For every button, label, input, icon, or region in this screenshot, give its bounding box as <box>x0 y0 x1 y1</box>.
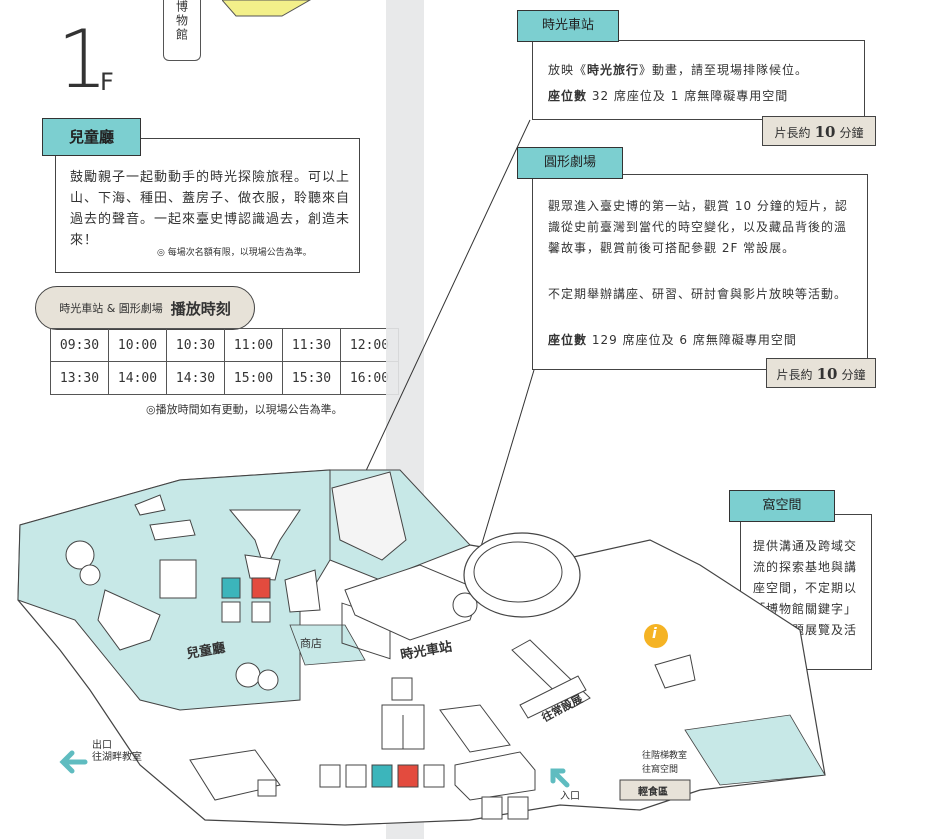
map-label-time-station: 時光車站 <box>399 639 454 664</box>
round-theater-box <box>532 174 868 370</box>
to-nest-label: 往窩空間 <box>642 765 679 775</box>
schedule-cell: 14:00 <box>108 361 167 395</box>
food-area-label: 輕食區 <box>638 787 668 798</box>
schedule-cell: 10:00 <box>108 328 167 362</box>
schedule-cell: 11:00 <box>224 328 283 362</box>
map-label-permanent-exhibit: 往常設展 <box>539 692 585 725</box>
schedule-cell: 10:30 <box>166 328 225 362</box>
nest-space-tag: 窩空間 <box>729 490 835 522</box>
schedule-title-badge: 時光車站 & 圓形劇場 播放時刻 <box>35 286 255 330</box>
time-station-tag: 時光車站 <box>517 10 619 42</box>
round-theater-para2: 不定期舉辦講座、研習、研討會與影片放映等活動。 <box>548 287 848 301</box>
childrens-hall-note: ◎ 每場次名額有限，以現場公告為準。 <box>157 248 312 258</box>
childrens-hall-description: 鼓勵親子一起動動手的時光探險旅程。可以上山、下海、種田、蓋房子、做衣服，聆聽來自… <box>70 170 351 248</box>
schedule-cell: 15:00 <box>224 361 283 395</box>
museum-vertical-label: 的博物館 <box>174 0 189 42</box>
map-label-shop: 商店 <box>300 637 322 650</box>
schedule-title-big: 播放時刻 <box>170 299 231 318</box>
nest-space-description: 提供溝通及跨域交流的探索基地與講座空間，不定期以「博物館關鍵字」策劃主題展覽及活… <box>753 539 858 658</box>
schedule-cell: 11:30 <box>282 328 341 362</box>
floor-suffix: F <box>100 68 114 96</box>
info-icon: i <box>652 626 657 642</box>
map-label-childrens-hall: 兒童廳 <box>185 640 227 663</box>
schedule-cell: 12:00 <box>340 328 399 362</box>
schedule-cell: 14:30 <box>166 361 225 395</box>
museum-vertical-tab: 的博物館 <box>163 0 201 61</box>
childrens-hall-description-box <box>55 138 360 273</box>
to-classroom-label: 往階梯教室 <box>642 751 688 761</box>
entrance-label: 入口 <box>560 791 580 802</box>
schedule-cell: 16:00 <box>340 361 399 395</box>
table-row: 09:30 10:00 10:30 11:00 11:30 12:00 <box>50 328 399 362</box>
schedule-cell: 13:30 <box>50 361 109 395</box>
time-station-box <box>532 40 865 120</box>
round-theater-para1: 觀眾進入臺史博的第一站，觀賞 10 分鐘的短片，認識從史前臺灣到當代的時空變化，… <box>548 199 848 255</box>
exit-label: 出口 往湖畔教室 <box>92 740 142 763</box>
schedule-cell: 15:30 <box>282 361 341 395</box>
time-station-seats: 座位數 32 席座位及 1 席無障礙專用空間 <box>548 89 789 103</box>
round-theater-tag: 圓形劇場 <box>517 147 623 179</box>
schedule-title-small: 時光車站 & 圓形劇場 <box>59 302 163 315</box>
time-station-line1: 放映《時光旅行》動畫，請至現場排隊候位。 <box>548 63 809 77</box>
schedule-cell: 09:30 <box>50 328 109 362</box>
round-theater-seats: 座位數 129 席座位及 6 席無障礙專用空間 <box>548 333 797 347</box>
table-row: 13:30 14:00 14:30 15:00 15:30 16:00 <box>50 361 399 395</box>
childrens-hall-tag: 兒童廳 <box>42 118 141 156</box>
schedule-note: ◎播放時間如有更動，以現場公告為準。 <box>146 403 343 416</box>
schedule-table: 09:30 10:00 10:30 11:00 11:30 12:00 13:3… <box>50 328 399 395</box>
floor-number: 1 <box>57 13 108 106</box>
